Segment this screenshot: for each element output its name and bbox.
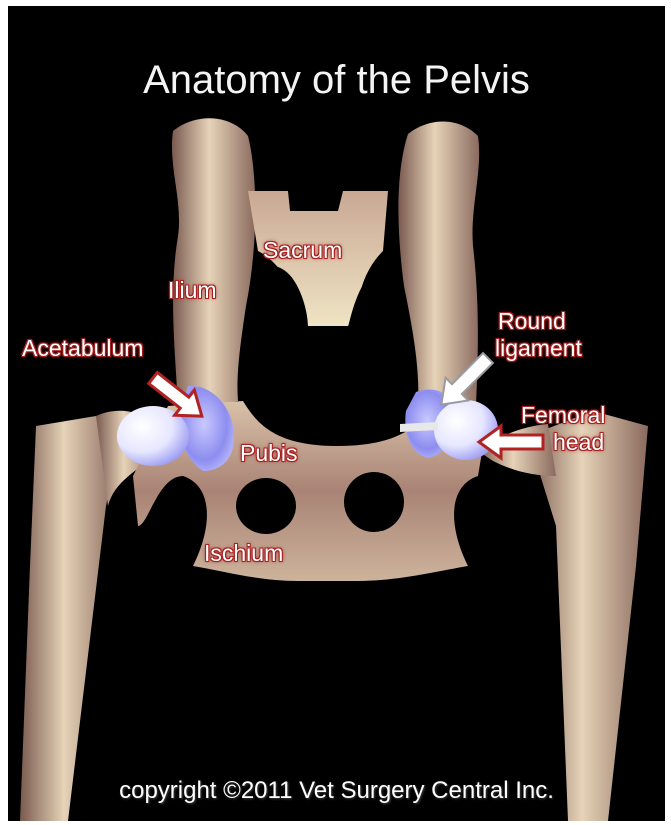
label-ischium: Ischium xyxy=(204,541,283,565)
label-pubis: Pubis xyxy=(240,441,298,465)
label-round-ligament-line1: Round xyxy=(498,309,566,333)
label-femoral-head-line2: head xyxy=(553,430,604,454)
left-ilium xyxy=(172,118,255,411)
right-obturator-foramen xyxy=(344,472,404,532)
right-femoral-head xyxy=(434,400,498,460)
copyright-notice: copyright ©2011 Vet Surgery Central Inc. xyxy=(8,777,665,805)
label-acetabulum: Acetabulum xyxy=(22,336,143,360)
label-ilium: Ilium xyxy=(168,278,217,302)
left-femur-shaft xyxy=(20,416,118,821)
illustration-frame: Anatomy of the Pelvis Sacrum Ilium Aceta… xyxy=(8,6,665,821)
left-obturator-foramen xyxy=(236,478,296,534)
diagram-title: Anatomy of the Pelvis xyxy=(8,58,665,103)
label-femoral-head-line1: Femoral xyxy=(521,403,605,427)
label-round-ligament-line2: ligament xyxy=(495,336,582,360)
label-sacrum: Sacrum xyxy=(263,238,342,262)
right-ilium xyxy=(398,122,479,407)
